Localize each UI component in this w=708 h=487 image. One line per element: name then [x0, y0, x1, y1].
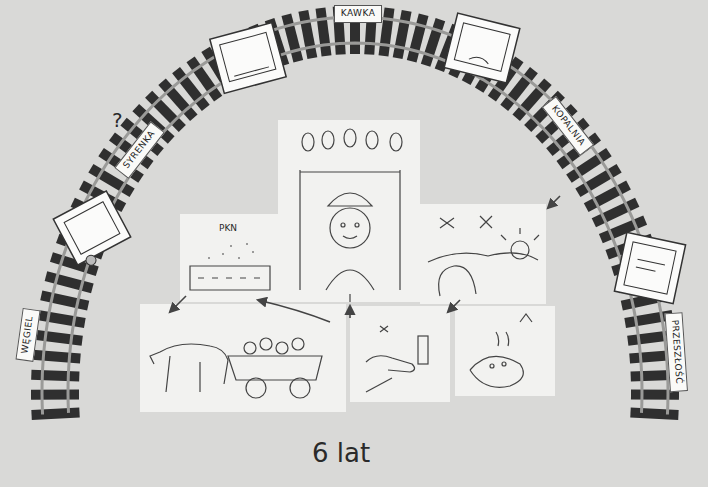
railway-track	[31, 6, 679, 420]
note-label: ?	[112, 110, 123, 130]
face-picture	[455, 306, 555, 396]
note-label: 6 lat	[312, 440, 370, 466]
cave-picture	[420, 204, 546, 304]
label-text: PRZESZŁOŚĆ	[669, 319, 683, 384]
place-label: PRZESZŁOŚĆ	[664, 312, 687, 392]
wagon	[614, 232, 685, 303]
hand-picture	[350, 306, 450, 402]
label-text: KOPALNIA	[549, 104, 586, 148]
place-label: KAWKA	[334, 5, 383, 23]
wagon	[444, 13, 520, 83]
label-text: KAWKA	[341, 9, 376, 19]
wagon	[210, 23, 286, 94]
ox-cart-picture	[140, 304, 346, 412]
miner-picture	[278, 120, 420, 302]
label-text: SYRENKA	[122, 129, 158, 171]
place-label: KOPALNIA	[542, 96, 594, 156]
flow-arrow	[170, 196, 560, 322]
place-label: WĘGIEL	[16, 308, 41, 362]
label-text: WĘGIEL	[20, 316, 35, 355]
building-picture	[180, 214, 278, 302]
wagon	[53, 191, 134, 271]
note-label: PKN	[219, 224, 237, 233]
